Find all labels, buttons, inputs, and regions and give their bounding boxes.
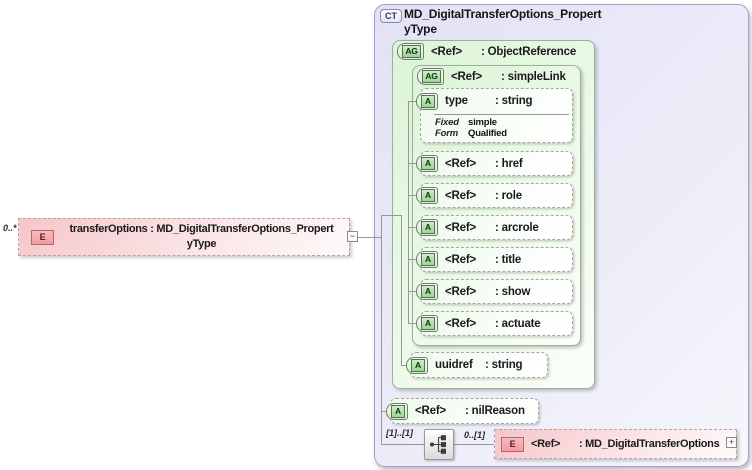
ref-label: <Ref> xyxy=(415,405,446,417)
attribute-icon: A xyxy=(416,251,438,268)
attribute-show-row[interactable]: A <Ref> : show xyxy=(416,279,573,304)
attribute-type: : string xyxy=(485,359,523,371)
facet-value: simple xyxy=(468,117,497,128)
attribute-type: : string xyxy=(495,95,533,107)
ref-label: <Ref> xyxy=(445,221,476,234)
attribute-role-row[interactable]: A <Ref> : role xyxy=(416,183,573,208)
facet-label: Form xyxy=(435,128,458,139)
attribute-href-row[interactable]: A <Ref> : href xyxy=(416,151,573,176)
complextype-title-line2: yType xyxy=(404,22,437,36)
attribute-title-row[interactable]: A <Ref> : title xyxy=(416,247,573,272)
element-icon: E xyxy=(31,229,54,245)
connector-line xyxy=(381,215,382,445)
connector-line xyxy=(408,195,420,196)
attribute-icon: A xyxy=(416,315,438,332)
attribute-icon: A xyxy=(406,356,428,374)
attribute-icon: A xyxy=(416,155,438,172)
connector-line xyxy=(454,444,494,445)
connector-line xyxy=(408,163,420,164)
element-type-label: : MD_DigitalTransferOptions xyxy=(579,438,720,450)
attributegroup-icon: AG xyxy=(417,68,444,85)
connector-line xyxy=(352,237,381,238)
attribute-actuate-row[interactable]: A <Ref> : actuate xyxy=(416,311,573,336)
attribute-type: : role xyxy=(495,189,522,202)
attribute-type: : title xyxy=(495,253,522,266)
ref-label: <Ref> xyxy=(445,253,476,266)
simplelink-type-label: : simpleLink xyxy=(501,70,566,83)
connector-line xyxy=(381,215,401,216)
attribute-nilreason-row[interactable]: A <Ref> : nilReason xyxy=(386,398,539,424)
multiplicity-label: 0..* xyxy=(3,223,17,233)
attribute-icon: A xyxy=(416,219,438,236)
attributegroup-simplelink-header[interactable]: AG <Ref> : simpleLink xyxy=(417,68,566,85)
sequence-icon[interactable] xyxy=(424,429,454,460)
connector-line xyxy=(381,411,390,412)
attribute-icon: A xyxy=(416,283,438,300)
facet-divider xyxy=(434,114,569,115)
collapse-handle[interactable]: − xyxy=(347,231,358,242)
attribute-arcrole-row[interactable]: A <Ref> : arcrole xyxy=(416,215,573,240)
connector-line xyxy=(408,101,409,323)
ref-label: <Ref> xyxy=(445,157,476,170)
attribute-type: : actuate xyxy=(495,317,541,330)
multiplicity-label: [1]..[1] xyxy=(386,428,413,438)
ref-label: <Ref> xyxy=(445,317,476,330)
element-transferoptions-label-line1: transferOptions : MD_DigitalTransferOpti… xyxy=(69,223,334,235)
connector-line xyxy=(408,323,420,324)
connector-line xyxy=(401,365,410,366)
connector-line xyxy=(381,444,424,445)
expand-handle[interactable]: + xyxy=(726,437,737,448)
element-transferoptions-label-line2: yType xyxy=(186,238,217,250)
connector-line xyxy=(408,259,420,260)
facet-label: Fixed xyxy=(435,117,459,128)
attribute-name: uuidref xyxy=(435,359,473,371)
attribute-type-row[interactable]: A type : string Fixed simple Form Qualif… xyxy=(416,88,573,143)
attribute-type: : href xyxy=(495,157,523,170)
sequence-glyph xyxy=(429,435,446,454)
attribute-uuidref-row[interactable]: A uuidref : string xyxy=(406,352,548,378)
ref-label: <Ref> xyxy=(445,189,476,202)
connector-line xyxy=(408,101,420,102)
attribute-type: : arcrole xyxy=(495,221,539,234)
ref-label: <Ref> xyxy=(431,45,462,58)
objectreference-type-label: : ObjectReference xyxy=(481,45,577,58)
connector-line xyxy=(408,227,420,228)
attributegroup-icon: AG xyxy=(397,43,424,60)
attribute-icon: A xyxy=(416,92,438,110)
complextype-title-line1: MD_DigitalTransferOptions_Propert xyxy=(404,7,602,21)
connector-line xyxy=(401,215,402,366)
element-transferoptions[interactable]: E transferOptions : MD_DigitalTransferOp… xyxy=(18,218,350,256)
complextype-icon: CT xyxy=(380,9,402,23)
connector-line xyxy=(408,291,420,292)
attributegroup-objectreference-header[interactable]: AG <Ref> : ObjectReference xyxy=(397,43,576,60)
ref-label: <Ref> xyxy=(451,70,482,83)
multiplicity-label: 0..[1] xyxy=(464,430,486,440)
ref-label: <Ref> xyxy=(531,438,561,450)
attribute-name: type xyxy=(445,95,468,107)
attribute-type: : nilReason xyxy=(465,405,525,417)
attribute-icon: A xyxy=(386,402,408,420)
attribute-type: : show xyxy=(495,285,531,298)
element-icon: E xyxy=(501,436,524,452)
element-md-digitaltransferoptions[interactable]: E <Ref> : MD_DigitalTransferOptions xyxy=(494,429,737,459)
facet-value: Qualified xyxy=(468,128,507,139)
ref-label: <Ref> xyxy=(445,285,476,298)
attribute-icon: A xyxy=(416,187,438,204)
